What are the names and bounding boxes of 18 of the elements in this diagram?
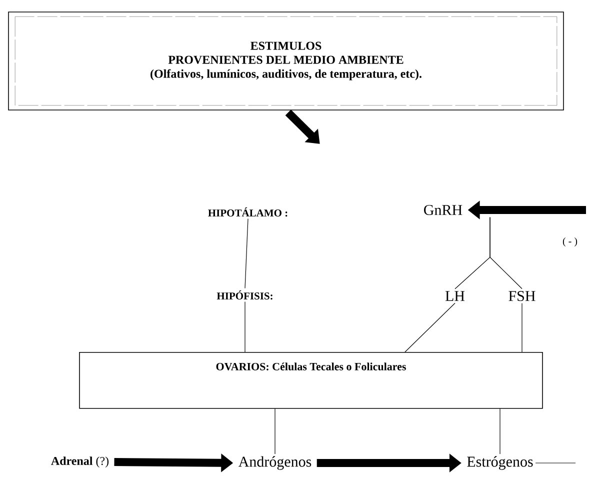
connector-line bbox=[404, 302, 456, 352]
connector-line bbox=[490, 216, 522, 290]
node-label: Andrógenos bbox=[238, 456, 312, 470]
node-label: LH bbox=[445, 291, 465, 301]
block-arrow bbox=[285, 110, 320, 144]
ovary-box: OVARIOS: Células Tecales o Foliculares bbox=[79, 352, 543, 409]
connector-line bbox=[274, 408, 276, 454]
connector-line bbox=[244, 301, 246, 352]
node-label: Estrógenos bbox=[467, 456, 533, 470]
connector-line bbox=[535, 462, 576, 464]
node-label: GnRH bbox=[424, 204, 462, 216]
edge-label: ( - ) bbox=[562, 237, 578, 247]
node-label: Adrenal (?) bbox=[51, 456, 109, 468]
connector-line bbox=[244, 218, 248, 289]
stimulus-box: ESTIMULOS PROVENIENTES DEL MEDIO AMBIENTE (Olfativos, lumínicos, auditivos, de temperatura, etc). bbox=[8, 12, 564, 110]
node-label: HIPÓFISIS: bbox=[216, 290, 272, 300]
node-label: FSH bbox=[508, 290, 536, 302]
node-label: HIPOTÁLAMO : bbox=[208, 207, 288, 217]
